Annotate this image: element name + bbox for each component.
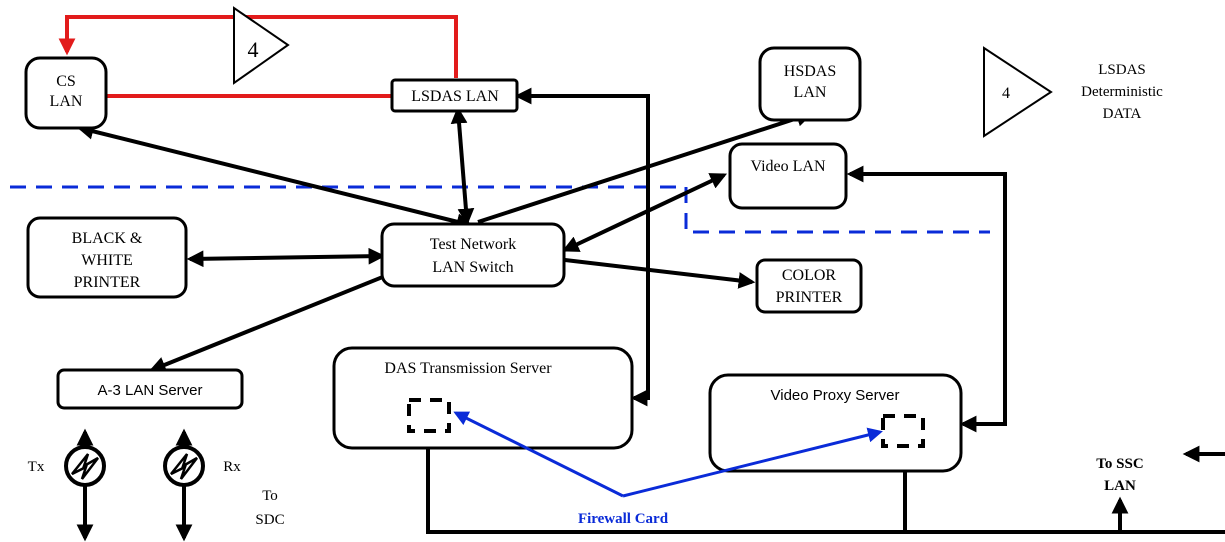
video-proxy-server-node: Video Proxy Server [708, 373, 963, 473]
firewall-card-label: Firewall Card [578, 511, 669, 527]
cs-lan-node: CS LAN [24, 56, 108, 130]
switch-to-a3-server-connector [148, 270, 396, 373]
color-printer-node: COLOR PRINTER [755, 258, 863, 314]
das-transmission-server-node: DAS Transmission Server [332, 346, 634, 450]
firewall-to-video-card-link [622, 427, 883, 498]
hsdas-lan-label-line2: LAN [794, 84, 827, 101]
red-loop-connector [58, 15, 458, 78]
video-firewall-card [881, 414, 925, 448]
switch-to-color-printer-connector [564, 258, 756, 289]
switch-to-lsdas-connector [450, 106, 475, 226]
hsdas-lan-label-line1: HSDAS [784, 63, 836, 80]
bw-printer-node: BLACK & WHITE PRINTER [26, 216, 188, 299]
rx-label: Rx [223, 459, 241, 475]
lsdas-to-das-server-connector [514, 87, 650, 407]
to-sdc-label-line1: To [262, 488, 278, 504]
video-proxy-label: Video Proxy Server [771, 387, 900, 404]
a3-lan-server-label: A-3 LAN Server [97, 382, 202, 399]
cs-lan-label-line2: LAN [50, 93, 83, 110]
legend-line2: Deterministic [1081, 84, 1163, 100]
color-printer-label-line2: PRINTER [776, 289, 843, 306]
bw-printer-label-line1: BLACK & [72, 230, 143, 247]
red-loop-badge-number: 4 [248, 37, 259, 62]
switch-to-bw-printer-connector [186, 247, 386, 268]
lan-switch-node: Test Network LAN Switch [380, 222, 566, 288]
legend-line3: DATA [1103, 106, 1142, 122]
legend-badge-number: 4 [1002, 85, 1010, 102]
tx-label: Tx [28, 459, 45, 475]
red-loop-badge-triangle [233, 6, 290, 85]
lsdas-lan-label: LSDAS LAN [411, 88, 499, 105]
das-firewall-card [407, 398, 451, 433]
das-card-bus-line [426, 432, 1225, 534]
legend: 4 LSDAS Deterministic DATA [983, 46, 1163, 138]
cs-lan-label-line1: CS [56, 73, 76, 90]
hsdas-lan-node: HSDAS LAN [758, 46, 862, 122]
legend-badge-triangle [983, 46, 1053, 138]
to-ssc-lan-label-line1: To SSC [1096, 456, 1143, 472]
to-sdc-label-line2: SDC [255, 512, 284, 528]
lan-switch-label-line1: Test Network [430, 236, 516, 253]
legend-line1: LSDAS [1098, 62, 1146, 78]
a3-lan-server-node: A-3 LAN Server [56, 368, 244, 410]
tx-converter-icon [64, 445, 106, 487]
lan-switch-label-line2: LAN Switch [432, 259, 513, 276]
switch-to-cs-lan-connector [76, 123, 474, 230]
video-lan-label: Video LAN [750, 158, 825, 175]
color-printer-label-line1: COLOR [782, 267, 837, 284]
video-lan-to-video-proxy-connector [846, 165, 1007, 433]
video-lan-node: Video LAN [728, 142, 848, 210]
bw-printer-label-line2: WHITE [81, 252, 133, 269]
firewall-to-das-card-link [453, 411, 624, 498]
lsdas-lan-node: LSDAS LAN [390, 78, 519, 113]
bw-printer-label-line3: PRINTER [74, 274, 141, 291]
to-ssc-lan-label-line2: LAN [1104, 478, 1136, 494]
rx-converter-icon [163, 445, 205, 487]
das-server-label: DAS Transmission Server [384, 360, 552, 377]
